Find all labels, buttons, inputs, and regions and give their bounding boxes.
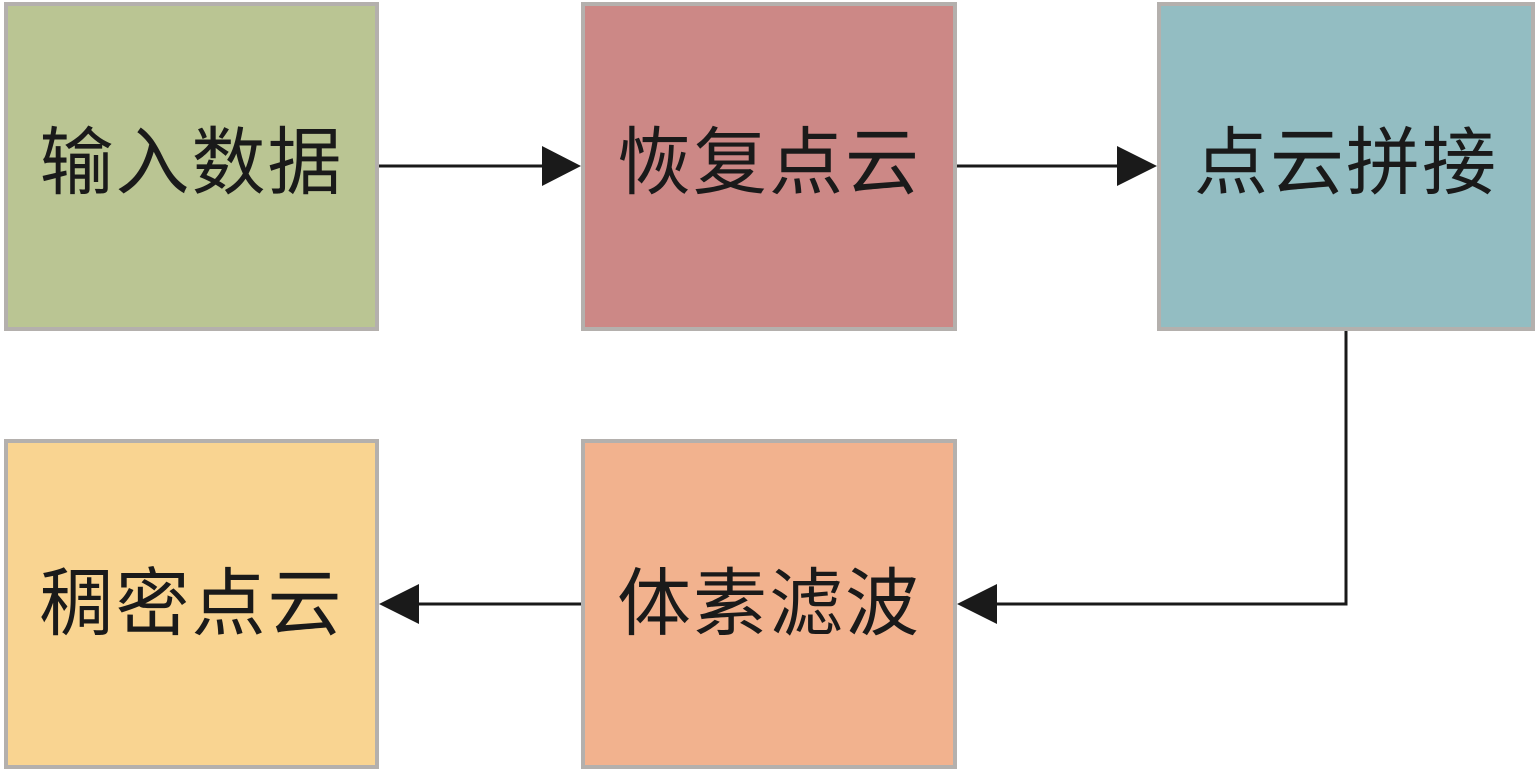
node-recover-point-cloud: 恢复点云 — [581, 2, 957, 331]
node-input-data: 输入数据 — [4, 2, 379, 331]
node-point-cloud-stitching: 点云拼接 — [1157, 2, 1535, 331]
node-voxel-filter-label: 体素滤波 — [617, 561, 921, 647]
node-point-cloud-stitching-label: 点云拼接 — [1194, 119, 1498, 206]
arrow-stitch-to-voxel — [957, 331, 1348, 624]
node-voxel-filter: 体素滤波 — [581, 439, 957, 769]
arrow-input-to-recover — [379, 146, 581, 186]
node-input-data-label: 输入数据 — [39, 119, 344, 206]
node-recover-point-cloud-label: 恢复点云 — [617, 119, 921, 206]
arrow-recover-to-stitch — [957, 146, 1157, 186]
node-dense-point-cloud-label: 稠密点云 — [39, 561, 344, 647]
node-dense-point-cloud: 稠密点云 — [4, 439, 379, 769]
arrow-voxel-to-dense — [379, 584, 581, 624]
